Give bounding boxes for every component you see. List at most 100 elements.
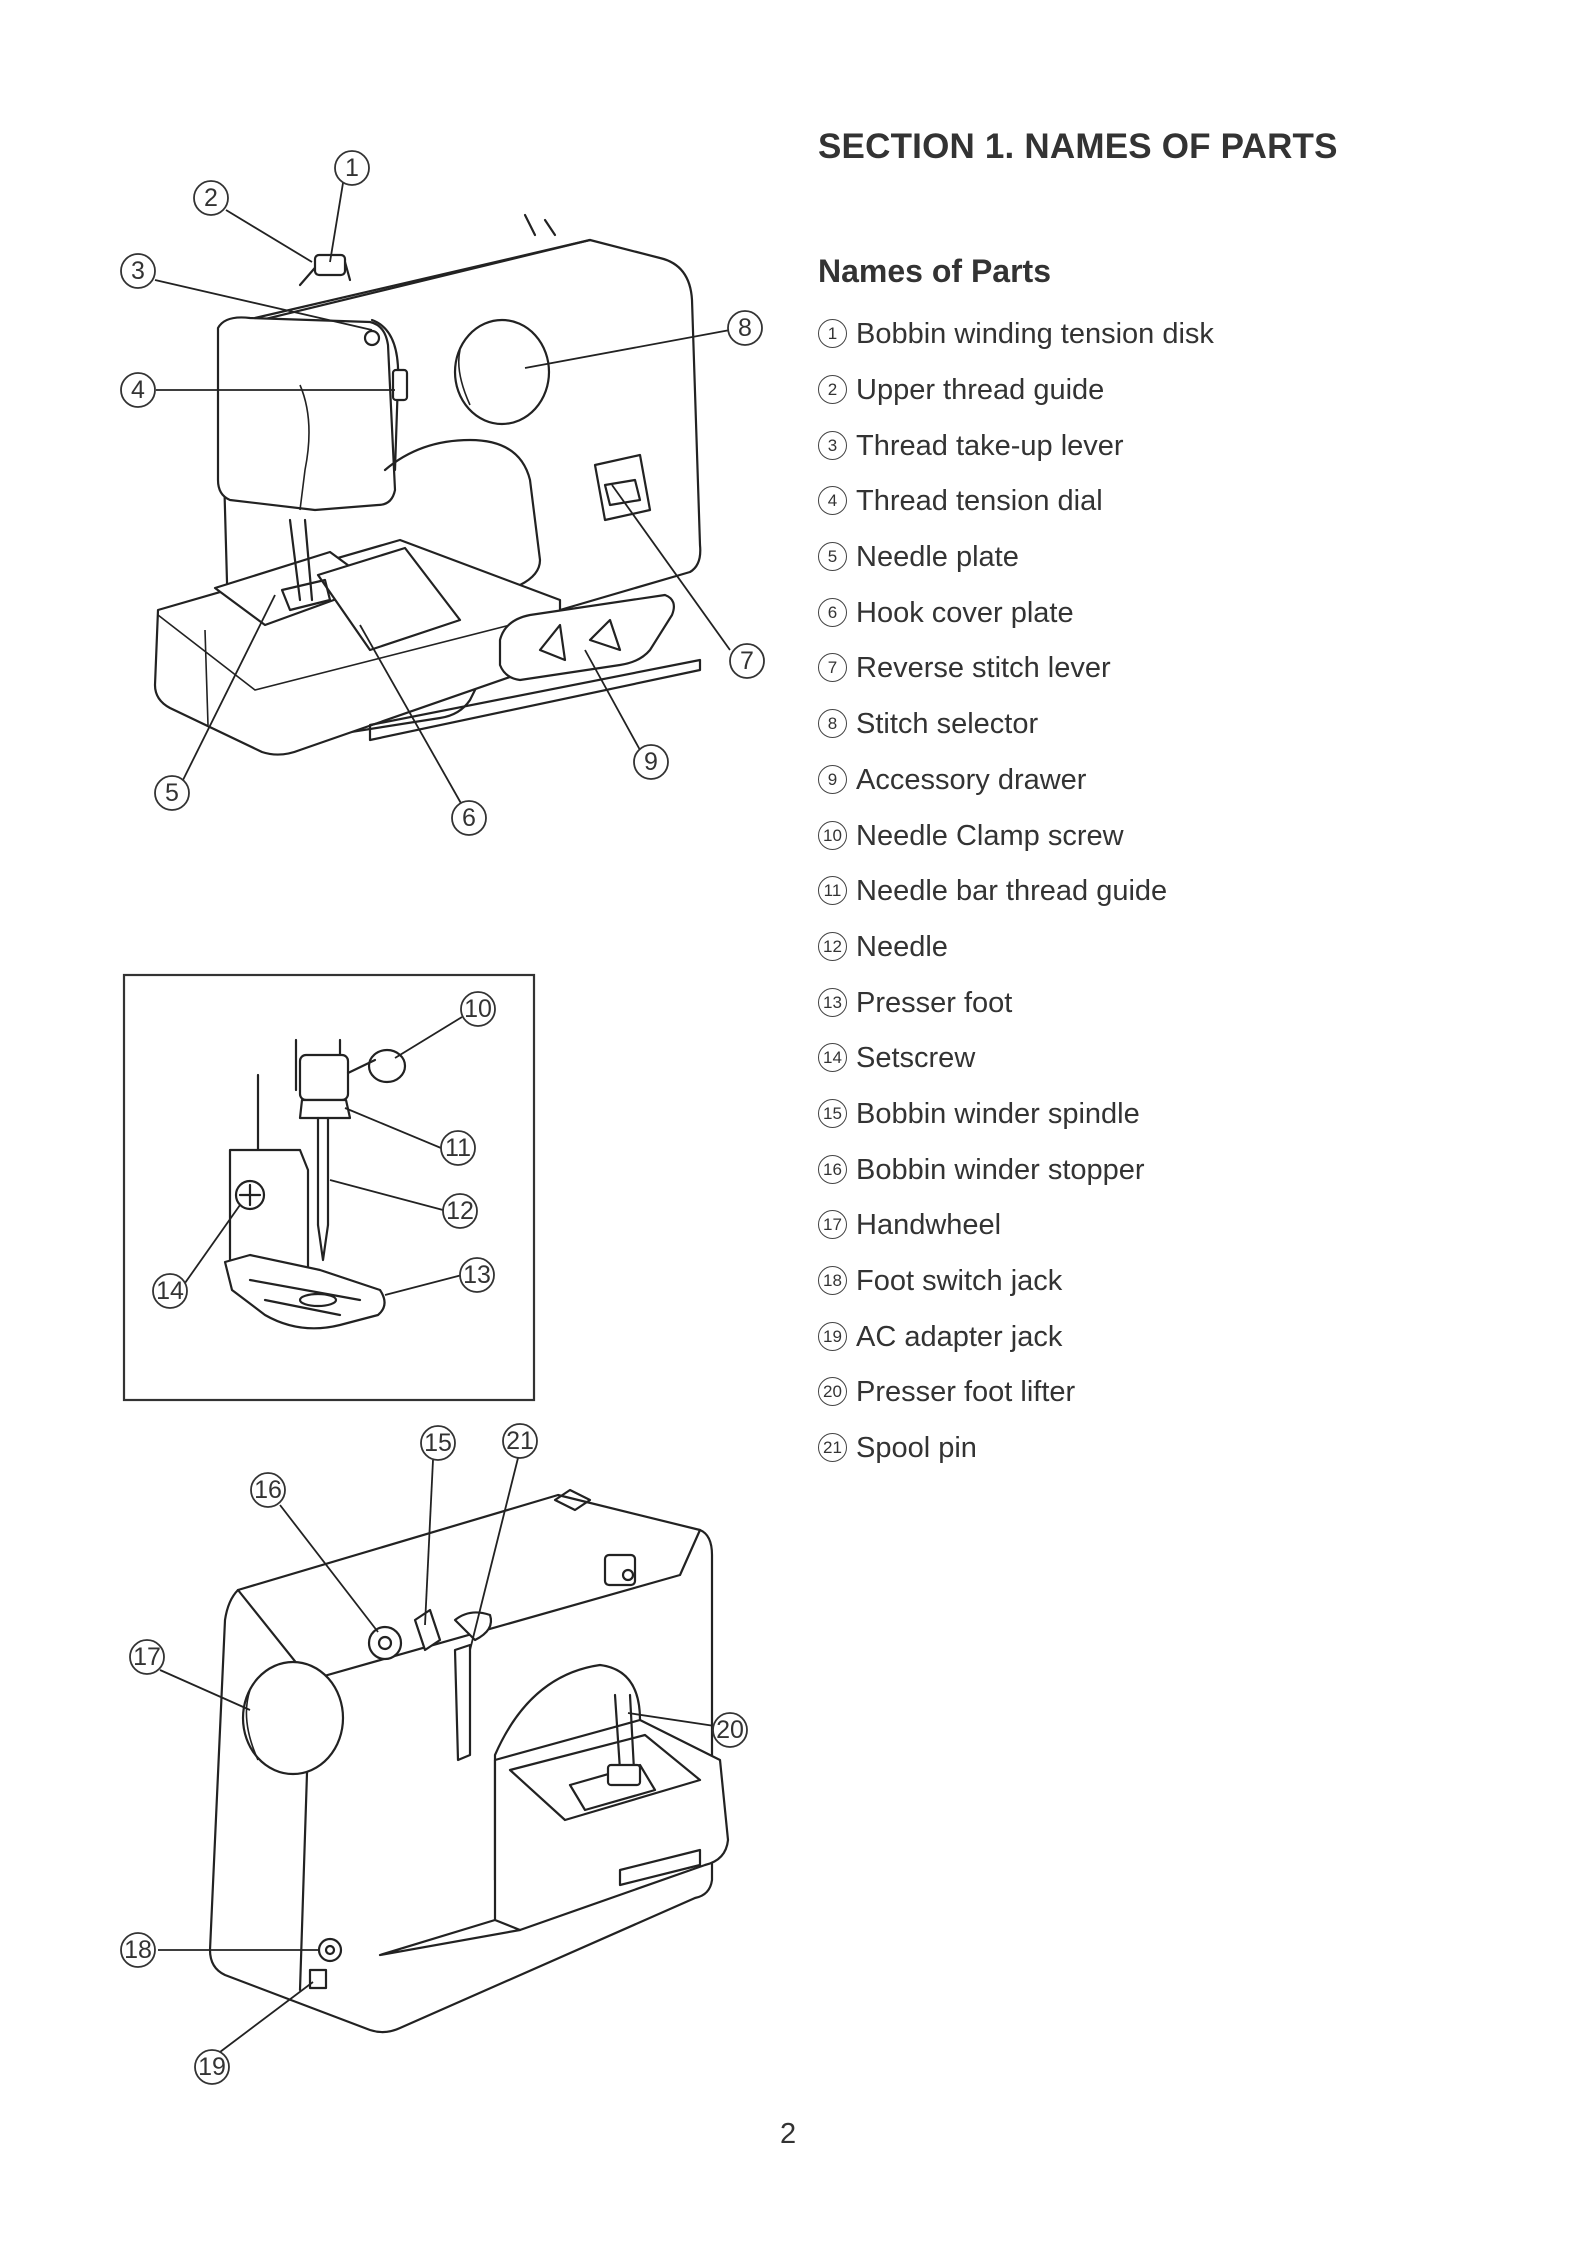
callout-1-text: 1 — [345, 154, 359, 182]
part-number-badge: 18 — [818, 1266, 847, 1296]
parts-list-item: 3 Thread take-up lever — [818, 418, 1214, 474]
part-number-badge: 6 — [818, 597, 847, 627]
callout-2: 2 — [193, 180, 229, 216]
part-number-badge: 19 — [818, 1321, 847, 1351]
callout-16-text: 16 — [254, 1476, 282, 1504]
parts-list-item: 19 AC adapter jack — [818, 1309, 1214, 1365]
callout-3-text: 3 — [131, 257, 145, 285]
part-label: AC adapter jack — [856, 1320, 1063, 1353]
parts-list-item: 15 Bobbin winder spindle — [818, 1087, 1214, 1143]
callout-7-text: 7 — [740, 647, 754, 675]
callout-3: 3 — [120, 253, 156, 289]
part-label: Bobbin winder spindle — [856, 1097, 1140, 1130]
part-label: Handwheel — [856, 1209, 1002, 1242]
callout-6: 6 — [451, 800, 487, 836]
part-number-badge: 21 — [818, 1433, 847, 1463]
callout-17-text: 17 — [133, 1643, 161, 1671]
part-label: Bobbin winding tension disk — [856, 318, 1214, 351]
part-label: Bobbin winder stopper — [856, 1153, 1145, 1186]
part-number-badge: 8 — [818, 709, 847, 739]
callout-11-text: 11 — [445, 1134, 471, 1162]
parts-list-item: 1 Bobbin winding tension disk — [818, 307, 1214, 363]
part-number-badge: 20 — [818, 1377, 847, 1407]
callout-8-text: 8 — [738, 314, 752, 342]
callout-13-text: 13 — [463, 1261, 491, 1289]
part-label: Needle Clamp screw — [856, 819, 1124, 852]
sewing-machine-rear-illustration — [208, 1488, 730, 2034]
part-label: Setscrew — [856, 1042, 976, 1075]
callout-15: 15 — [420, 1425, 456, 1461]
needle-detail-illustration — [223, 1038, 407, 1330]
part-number-badge: 1 — [818, 319, 847, 349]
callout-15-text: 15 — [424, 1429, 452, 1457]
part-label: Spool pin — [856, 1432, 977, 1465]
parts-list-item: 8 Stitch selector — [818, 697, 1214, 753]
part-number-badge: 11 — [818, 876, 847, 906]
parts-list-item: 21 Spool pin — [818, 1421, 1214, 1477]
sewing-machine-front-illustration — [153, 213, 702, 756]
parts-list-item: 4 Thread tension dial — [818, 474, 1214, 530]
callout-5-text: 5 — [165, 779, 179, 807]
part-label: Hook cover plate — [856, 596, 1074, 629]
part-number-badge: 9 — [818, 764, 847, 794]
callout-12: 12 — [442, 1193, 478, 1229]
callout-6-text: 6 — [462, 804, 476, 832]
callout-2-text: 2 — [204, 184, 218, 212]
callout-11: 11 — [440, 1130, 476, 1166]
parts-list-item: 7 Reverse stitch lever — [818, 641, 1214, 697]
callout-19: 19 — [194, 2049, 230, 2085]
part-label: Stitch selector — [856, 708, 1039, 741]
callout-4: 4 — [120, 372, 156, 408]
callout-16: 16 — [250, 1472, 286, 1508]
callout-12-text: 12 — [446, 1197, 474, 1225]
callout-7: 7 — [729, 643, 765, 679]
part-label: Presser foot — [856, 986, 1013, 1019]
callout-20: 20 — [712, 1712, 748, 1748]
callout-5: 5 — [154, 775, 190, 811]
part-label: Upper thread guide — [856, 374, 1105, 407]
callout-14-text: 14 — [156, 1277, 184, 1305]
part-label: Accessory drawer — [856, 763, 1087, 796]
part-label: Thread take-up lever — [856, 429, 1124, 462]
part-number-badge: 3 — [818, 430, 847, 460]
part-number-badge: 14 — [818, 1043, 847, 1073]
part-label: Reverse stitch lever — [856, 652, 1111, 685]
front-view-leader-lines — [154, 182, 731, 806]
callout-18: 18 — [120, 1932, 156, 1968]
needle-detail-leader-lines — [184, 1016, 463, 1296]
callout-21-text: 21 — [506, 1427, 534, 1455]
part-number-badge: 7 — [818, 653, 847, 683]
rear-view-leader-lines — [158, 1457, 729, 2053]
callout-17: 17 — [129, 1639, 165, 1675]
front-view-figure: 1 2 3 4 5 6 7 8 9 — [120, 150, 765, 836]
part-number-badge: 15 — [818, 1098, 847, 1128]
parts-list-item: 9 Accessory drawer — [818, 753, 1214, 809]
callout-1: 1 — [334, 150, 370, 186]
part-label: Needle bar thread guide — [856, 875, 1168, 908]
callout-18-text: 18 — [124, 1936, 152, 1964]
parts-list-item: 16 Bobbin winder stopper — [818, 1142, 1214, 1198]
callout-10-text: 10 — [464, 995, 492, 1023]
callout-14: 14 — [152, 1273, 188, 1309]
callout-10: 10 — [460, 991, 496, 1027]
part-number-badge: 4 — [818, 486, 847, 516]
part-label: Thread tension dial — [856, 485, 1103, 518]
part-number-badge: 16 — [818, 1154, 847, 1184]
parts-list-item: 11 Needle bar thread guide — [818, 864, 1214, 920]
callout-21: 21 — [502, 1423, 538, 1459]
callout-13: 13 — [459, 1257, 495, 1293]
needle-detail-figure: 10 11 12 13 14 — [122, 973, 536, 1402]
callout-9-text: 9 — [644, 748, 658, 776]
rear-view-figure: 15 16 17 18 19 20 21 — [120, 1423, 748, 2085]
parts-list-item: 14 Setscrew — [818, 1031, 1214, 1087]
names-of-parts-heading: Names of Parts — [818, 253, 1051, 289]
